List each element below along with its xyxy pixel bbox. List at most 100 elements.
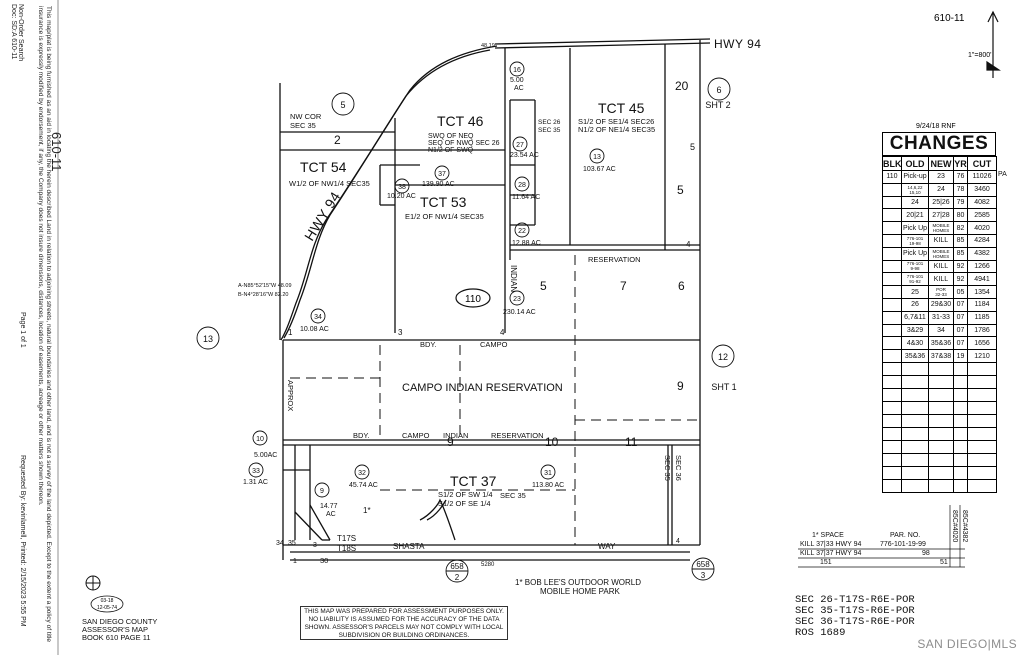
svg-text:5.00: 5.00: [510, 77, 524, 84]
changes-cell: 25|26: [928, 195, 954, 210]
changes-cell: 4382: [967, 246, 997, 261]
bdy-bot-3: INDIAN: [443, 431, 468, 440]
svg-text:6: 6: [678, 279, 685, 293]
changes-cell: 24: [928, 182, 954, 197]
bdy-bot-2: CAMPO: [402, 431, 430, 440]
t18s-label: T18S: [337, 544, 356, 553]
sec35-label: SEC 35: [663, 455, 672, 481]
changes-cell: [882, 221, 902, 235]
sec35-top-label: SEC 35: [538, 127, 561, 134]
bob-lee-line2: MOBILE HOME PARK: [540, 587, 621, 596]
north-arrow-icon: [986, 10, 1001, 78]
changes-cell: MOBILE HOMES: [928, 246, 954, 261]
section-line: SEC 26-T17S-R6E-POR: [795, 594, 915, 606]
changes-cell: 4020: [967, 221, 997, 235]
dim-bottom: 5280: [481, 562, 495, 568]
changes-cell: 23: [928, 170, 954, 184]
bearing-b: B-N4°28'16"W 82.20: [238, 292, 288, 298]
svg-text:3: 3: [313, 542, 317, 549]
svg-text:5: 5: [340, 100, 345, 110]
space-table-lines: [798, 505, 965, 568]
map-number: 110: [465, 294, 481, 305]
changes-cell: 26: [901, 297, 929, 312]
tract-46-name: TCT 46: [437, 113, 484, 129]
disclaimer-note-box: THIS MAP WAS PREPARED FOR ASSESSMENT PUR…: [300, 606, 508, 640]
shasta-label: SHASTA: [393, 542, 425, 551]
col-new: NEW: [928, 156, 954, 171]
changes-cell: 20|21: [901, 208, 929, 223]
changes-cell: KILL: [928, 233, 954, 248]
changes-cell: Pick Up: [901, 221, 929, 235]
changes-cell: [882, 259, 902, 274]
changes-cell: 3460: [967, 182, 997, 197]
changes-pa-note: PA: [998, 171, 1007, 178]
changes-cell: Pick-up: [901, 170, 929, 184]
tract-53-name: TCT 53: [420, 194, 467, 210]
changes-cell: 1210: [967, 349, 997, 363]
svg-text:10: 10: [256, 436, 264, 443]
changes-cell: [882, 297, 902, 312]
changes-cell: KILL: [928, 272, 954, 287]
space-table: 1* SPACE PAR. NO. KILL 37|33 HWY 94 776-…: [800, 510, 968, 566]
svg-text:6: 6: [716, 85, 721, 95]
tract-54-name: TCT 54: [300, 159, 347, 175]
changes-cell: 1184: [967, 297, 997, 312]
svg-text:4: 4: [686, 240, 691, 249]
changes-cell: [882, 233, 902, 248]
county-stamp-oval: [90, 595, 124, 613]
section-line: ROS 1689: [795, 627, 846, 639]
svg-text:113.80 AC: 113.80 AC: [532, 482, 564, 489]
tract-37-name: TCT 37: [450, 473, 497, 489]
svg-text:28: 28: [518, 182, 526, 189]
changes-cell: 776-101 91-92: [901, 272, 929, 287]
changes-cell: 85: [953, 233, 968, 248]
svg-text:98: 98: [922, 550, 930, 557]
changes-cell: 4941: [967, 272, 997, 287]
svg-text:11.64 AC: 11.64 AC: [512, 194, 540, 201]
changes-cell: [882, 336, 902, 351]
svg-text:10.20 AC: 10.20 AC: [387, 193, 416, 200]
tract-45-desc-2: N1/2 OF NE1/4 SEC35: [578, 125, 655, 134]
svg-text:4: 4: [676, 538, 680, 545]
svg-text:658: 658: [450, 562, 464, 571]
svg-text:2: 2: [455, 573, 460, 582]
county-stamp-line1: 03-18: [101, 598, 114, 604]
changes-cell: 79: [953, 195, 968, 210]
way-label: WAY: [598, 542, 616, 551]
map-number-oval: [455, 288, 491, 308]
svg-text:AC: AC: [326, 511, 336, 518]
changes-cell: POR 32-33: [928, 285, 954, 299]
svg-text:1* SPACE: 1* SPACE: [812, 532, 844, 539]
svg-text:10: 10: [545, 435, 559, 449]
reservation-label: CAMPO INDIAN RESERVATION: [402, 382, 563, 394]
bdy-top-2: CAMPO: [480, 340, 508, 349]
page-reference-labels: 5 6 SHT 2 13 12 SHT 1 658 2 658 3: [203, 85, 737, 582]
changes-cell: [882, 349, 902, 363]
margin-requested: Requested By: kevinlamell, Printed: 2/15…: [19, 455, 26, 627]
tract-54-desc: W1/2 OF NW1/4 SEC35: [289, 179, 370, 188]
changes-cell: 07: [953, 310, 968, 325]
svg-text:23: 23: [513, 296, 521, 303]
svg-text:7: 7: [620, 279, 627, 293]
svg-text:1: 1: [293, 558, 297, 565]
county-line1: SAN DIEGO COUNTY: [82, 617, 158, 626]
svg-text:31: 31: [544, 470, 552, 477]
svg-text:85C#4382: 85C#4382: [961, 510, 968, 542]
svg-text:658: 658: [696, 560, 710, 569]
svg-text:51: 51: [940, 559, 948, 566]
section-line: SEC 35-T17S-R6E-POR: [795, 605, 915, 617]
bdy-bot-4: RESERVATION: [491, 431, 544, 440]
section-lines: SEC 26-T17S-R6E-POR SEC 35-T17S-R6E-POR …: [795, 595, 915, 639]
col-yr: YR: [953, 156, 968, 171]
changes-cell: 76: [953, 170, 968, 184]
svg-text:32: 32: [358, 470, 366, 477]
changes-cell: Pick Up: [901, 246, 929, 261]
